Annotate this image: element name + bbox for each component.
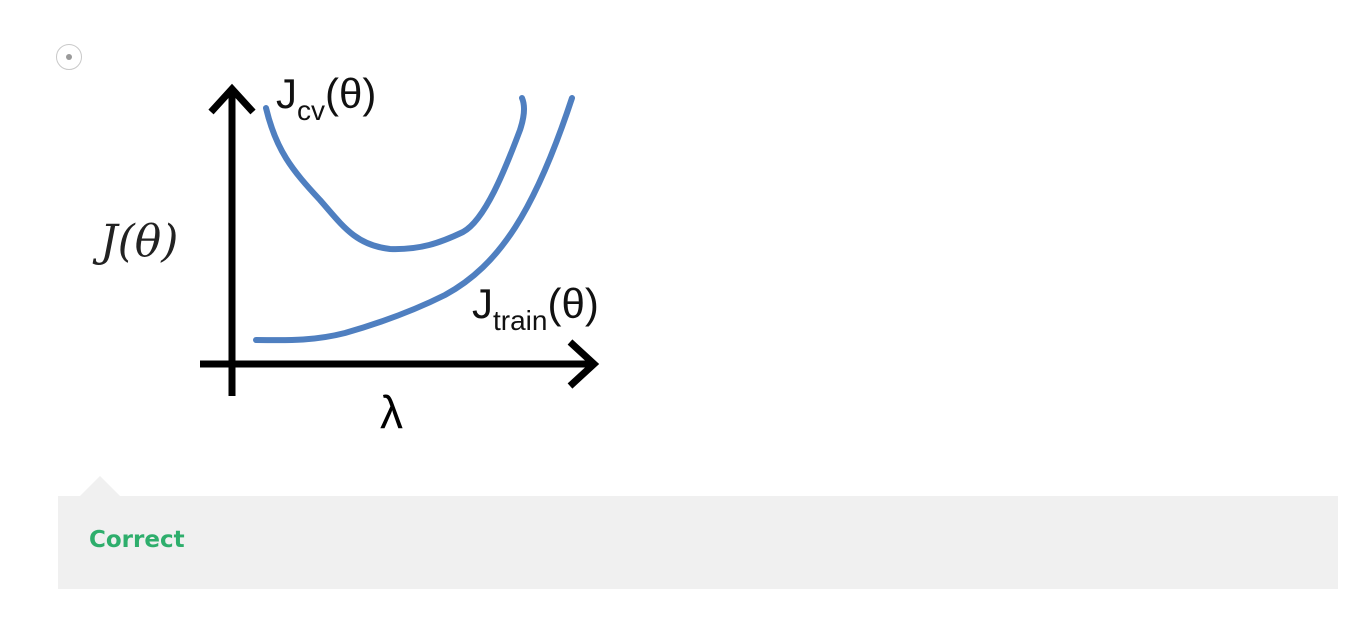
train-label-arg: (θ) bbox=[547, 280, 598, 327]
train-label-sub: train bbox=[493, 305, 547, 336]
option-radio-button[interactable] bbox=[56, 44, 82, 70]
learning-curve-figure: J(θ) λ Jcv(θ) Jtrain(θ) bbox=[80, 60, 660, 450]
x-axis-label: λ bbox=[380, 386, 403, 438]
lambda-vs-cost-plot: J(θ) λ Jcv(θ) Jtrain(θ) bbox=[92, 70, 600, 438]
cv-label-base: J bbox=[276, 70, 297, 117]
radio-selected-dot bbox=[66, 54, 72, 60]
cv-curve-label: Jcv(θ) bbox=[276, 70, 376, 126]
x-axis-arrowhead bbox=[567, 339, 600, 389]
y-axis-label: J(θ) bbox=[92, 216, 178, 267]
feedback-status: Correct bbox=[89, 527, 185, 553]
y-axis-arrowhead bbox=[208, 83, 256, 115]
feedback-pointer bbox=[80, 476, 120, 496]
cv-label-sub: cv bbox=[297, 95, 325, 126]
cv-label-arg: (θ) bbox=[325, 70, 376, 117]
train-curve-label: Jtrain(θ) bbox=[472, 280, 599, 336]
train-label-base: J bbox=[472, 280, 493, 327]
feedback-panel: Correct bbox=[58, 476, 1338, 589]
cv-cost-curve bbox=[263, 95, 528, 253]
train-cost-curve bbox=[253, 95, 575, 344]
